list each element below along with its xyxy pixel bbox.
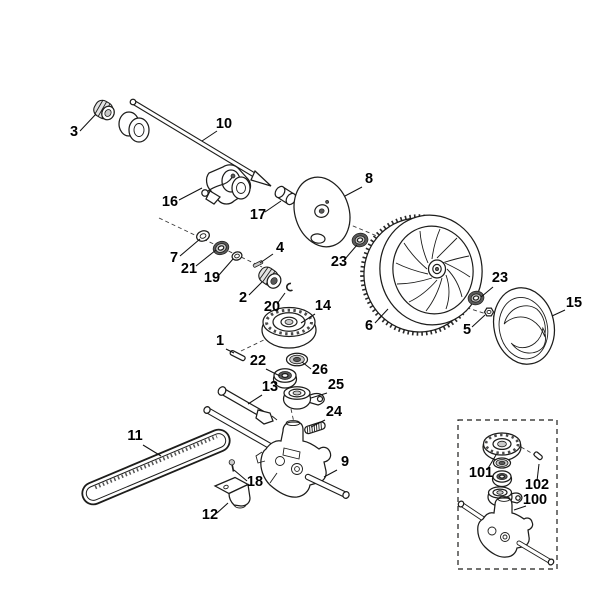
part-label-20: 20	[264, 299, 280, 315]
part-6-wheel	[360, 214, 483, 336]
part-label-8: 8	[365, 171, 373, 187]
part-label-17: 17	[250, 207, 266, 223]
part-22-bearing	[272, 368, 298, 389]
wheel-spokes	[395, 228, 471, 312]
part-5-nut	[483, 307, 495, 317]
part-label-16: 16	[162, 194, 178, 210]
part-callouts: 3 10 16 17 7 21 19 4 2 20 8 23 6 23 5 15…	[70, 116, 582, 523]
part-20-clip	[286, 282, 293, 292]
part-label-25: 25	[328, 377, 344, 393]
part-12-bracket	[213, 476, 251, 509]
part-label-12: 12	[202, 507, 218, 523]
part-label-4: 4	[276, 240, 284, 256]
part-102-pin	[533, 451, 543, 461]
part-label-7: 7	[170, 250, 178, 266]
part-label-18: 18	[247, 474, 263, 490]
part-label-11: 11	[127, 428, 142, 444]
part-19-ring	[231, 251, 243, 261]
part-label-15: 15	[566, 295, 582, 311]
part-3-bushing	[93, 99, 115, 121]
part-16-lever	[201, 173, 236, 197]
part-label-21: 21	[181, 261, 197, 277]
part-24-spring	[304, 421, 326, 435]
part-101-pulley	[482, 432, 522, 462]
part-23-bearing-left	[351, 232, 369, 248]
part-label-19: 19	[204, 270, 220, 286]
part-17-spacer	[274, 185, 297, 206]
leader-lines	[79, 113, 566, 514]
part-8-cover-disc	[293, 176, 351, 248]
part-11-belt	[81, 428, 231, 506]
part-label-100: 100	[523, 492, 547, 508]
part-10-axle-shaft	[118, 98, 272, 205]
part-label-24: 24	[326, 404, 342, 420]
part-9-gearbox	[203, 406, 350, 499]
part-14-clutch-drum	[261, 306, 317, 349]
part-label-3: 3	[70, 124, 78, 140]
part-label-6: 6	[365, 318, 373, 334]
part-label-26: 26	[312, 362, 328, 378]
part-2-adapter	[258, 266, 282, 289]
part-25-tensioner	[282, 386, 325, 410]
part-13-tube	[217, 386, 278, 425]
part-label-101: 101	[469, 465, 493, 481]
part-18-screw	[228, 459, 235, 472]
part-label-14: 14	[315, 298, 331, 314]
part-label-1: 1	[216, 333, 224, 349]
part-label-13: 13	[262, 379, 278, 395]
part-label-2: 2	[239, 290, 247, 306]
part-21-bearing	[212, 240, 230, 256]
part-label-9: 9	[341, 454, 349, 470]
part-15-hubcap	[492, 287, 556, 365]
inset-washer	[492, 457, 512, 469]
part-7-washer	[196, 230, 210, 242]
part-23-bearing-right	[467, 290, 485, 306]
part-label-23a: 23	[331, 254, 347, 270]
part-100-gearbox	[457, 496, 555, 566]
part-label-22: 22	[250, 353, 266, 369]
inset-box	[457, 419, 558, 570]
part-label-5: 5	[463, 322, 471, 338]
part-label-10: 10	[216, 116, 232, 132]
inset-bearing	[491, 470, 513, 488]
part-label-102: 102	[525, 477, 549, 493]
part-label-23b: 23	[492, 270, 508, 286]
